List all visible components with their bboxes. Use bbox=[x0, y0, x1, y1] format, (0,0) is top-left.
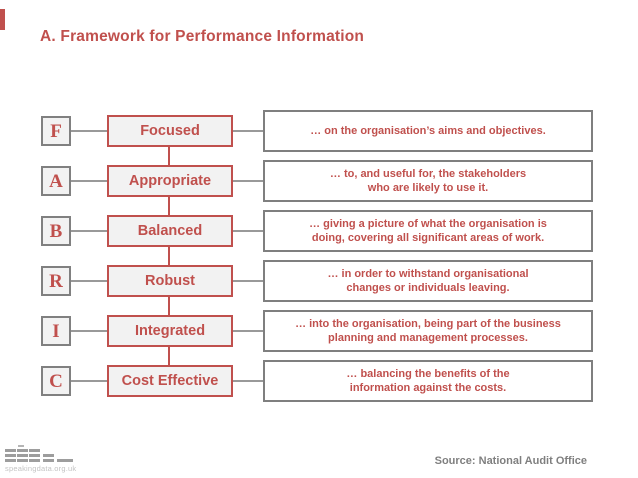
connector-line bbox=[71, 180, 107, 182]
letter-badge-b: B bbox=[41, 216, 71, 246]
letter-badge-c: C bbox=[41, 366, 71, 396]
letter-badge-label: R bbox=[49, 270, 63, 292]
connector-line-vertical bbox=[168, 247, 170, 265]
criterion-box-cost-effective: Cost Effective bbox=[107, 365, 233, 397]
framework-row-balanced: B Balanced … giving a picture of what th… bbox=[41, 197, 593, 256]
letter-badge-label: A bbox=[49, 170, 63, 192]
logo-bars-icon bbox=[5, 445, 85, 462]
letter-badge-f: F bbox=[41, 116, 71, 146]
description-text: … into the organisation, being part of t… bbox=[295, 317, 561, 344]
connector-line bbox=[71, 280, 107, 282]
connector-line bbox=[233, 180, 263, 182]
criterion-label: Focused bbox=[140, 123, 200, 139]
framework-row-appropriate: A Appropriate … to, and useful for, the … bbox=[41, 147, 593, 206]
letter-badge-label: F bbox=[50, 120, 62, 142]
connector-line bbox=[71, 130, 107, 132]
connector-line-vertical bbox=[168, 197, 170, 215]
criterion-label: Robust bbox=[145, 273, 195, 289]
description-box-integrated: … into the organisation, being part of t… bbox=[263, 310, 593, 352]
criterion-label: Appropriate bbox=[128, 173, 212, 189]
description-box-cost-effective: … balancing the benefits of the informat… bbox=[263, 360, 593, 402]
description-text: … balancing the benefits of the informat… bbox=[346, 367, 510, 394]
page-title: A. Framework for Performance Information bbox=[40, 28, 365, 45]
letter-badge-a: A bbox=[41, 166, 71, 196]
connector-line bbox=[233, 280, 263, 282]
description-text: … on the organisation’s aims and objecti… bbox=[310, 124, 546, 137]
criterion-box-focused: Focused bbox=[107, 115, 233, 147]
connector-line bbox=[233, 330, 263, 332]
connector-line bbox=[233, 130, 263, 132]
accent-bar bbox=[0, 9, 5, 30]
letter-badge-label: C bbox=[49, 370, 63, 392]
description-box-focused: … on the organisation’s aims and objecti… bbox=[263, 110, 593, 152]
description-text: … giving a picture of what the organisat… bbox=[309, 217, 547, 244]
framework-row-robust: R Robust … in order to withstand organis… bbox=[41, 247, 593, 306]
connector-line-vertical bbox=[168, 297, 170, 315]
criterion-label: Integrated bbox=[134, 323, 206, 339]
description-box-balanced: … giving a picture of what the organisat… bbox=[263, 210, 593, 252]
description-text: … in order to withstand organisational c… bbox=[327, 267, 529, 294]
letter-badge-label: B bbox=[49, 220, 63, 242]
logo-url: speakingdata.org.uk bbox=[5, 464, 77, 473]
speakingdata-logo: speakingdata.org.uk bbox=[5, 445, 85, 473]
criterion-box-balanced: Balanced bbox=[107, 215, 233, 247]
description-box-appropriate: … to, and useful for, the stakeholders w… bbox=[263, 160, 593, 202]
connector-line bbox=[233, 380, 263, 382]
framework-row-integrated: I Integrated … into the organisation, be… bbox=[41, 297, 593, 356]
criterion-label: Cost Effective bbox=[121, 373, 219, 389]
fabric-framework-diagram: F Focused … on the organisation’s aims a… bbox=[41, 106, 593, 406]
framework-row-cost-effective: C Cost Effective … balancing the benefit… bbox=[41, 347, 593, 406]
framework-row-focused: F Focused … on the organisation’s aims a… bbox=[41, 106, 593, 156]
connector-line bbox=[233, 230, 263, 232]
connector-line bbox=[71, 330, 107, 332]
criterion-label: Balanced bbox=[137, 223, 203, 239]
description-box-robust: … in order to withstand organisational c… bbox=[263, 260, 593, 302]
description-text: … to, and useful for, the stakeholders w… bbox=[329, 167, 527, 194]
letter-badge-label: I bbox=[52, 320, 60, 342]
connector-line-vertical bbox=[168, 147, 170, 165]
criterion-box-robust: Robust bbox=[107, 265, 233, 297]
source-credit: Source: National Audit Office bbox=[434, 455, 587, 467]
connector-line-vertical bbox=[168, 347, 170, 365]
connector-line bbox=[71, 230, 107, 232]
criterion-box-integrated: Integrated bbox=[107, 315, 233, 347]
letter-badge-i: I bbox=[41, 316, 71, 346]
criterion-box-appropriate: Appropriate bbox=[107, 165, 233, 197]
letter-badge-r: R bbox=[41, 266, 71, 296]
connector-line bbox=[71, 380, 107, 382]
